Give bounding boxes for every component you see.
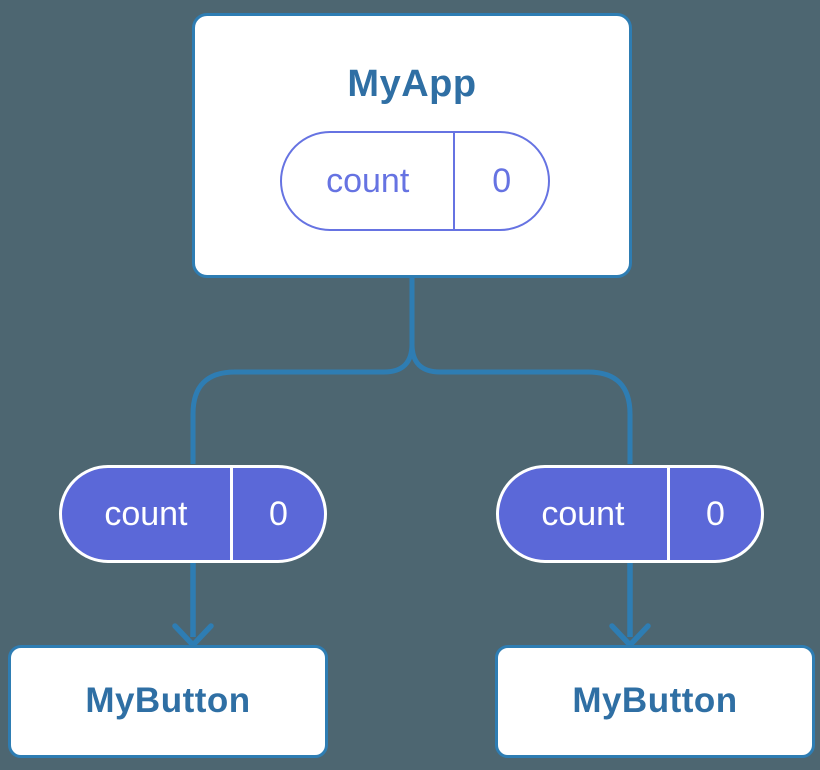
connector-branch-left	[190, 343, 415, 464]
node-mybutton-right: MyButton	[495, 645, 815, 758]
prop-pill-left: count 0	[59, 465, 327, 563]
prop-pill-left-key: count	[62, 468, 233, 560]
node-mybutton-left: MyButton	[8, 645, 328, 758]
node-myapp-label: MyApp	[347, 63, 477, 105]
prop-pill-right-value: 0	[705, 494, 725, 533]
node-mybutton-right-label: MyButton	[572, 681, 738, 721]
node-myapp: MyApp count 0	[192, 13, 632, 278]
prop-pill-right-key: count	[499, 468, 670, 560]
state-pill-key: count	[282, 133, 456, 229]
prop-pill-left-value: 0	[268, 494, 288, 533]
prop-pill-right: count 0	[496, 465, 764, 563]
connector-branch-right	[409, 343, 633, 464]
state-pill-value: 0	[492, 161, 512, 200]
state-pill: count 0	[280, 131, 550, 231]
node-mybutton-left-label: MyButton	[85, 681, 251, 721]
